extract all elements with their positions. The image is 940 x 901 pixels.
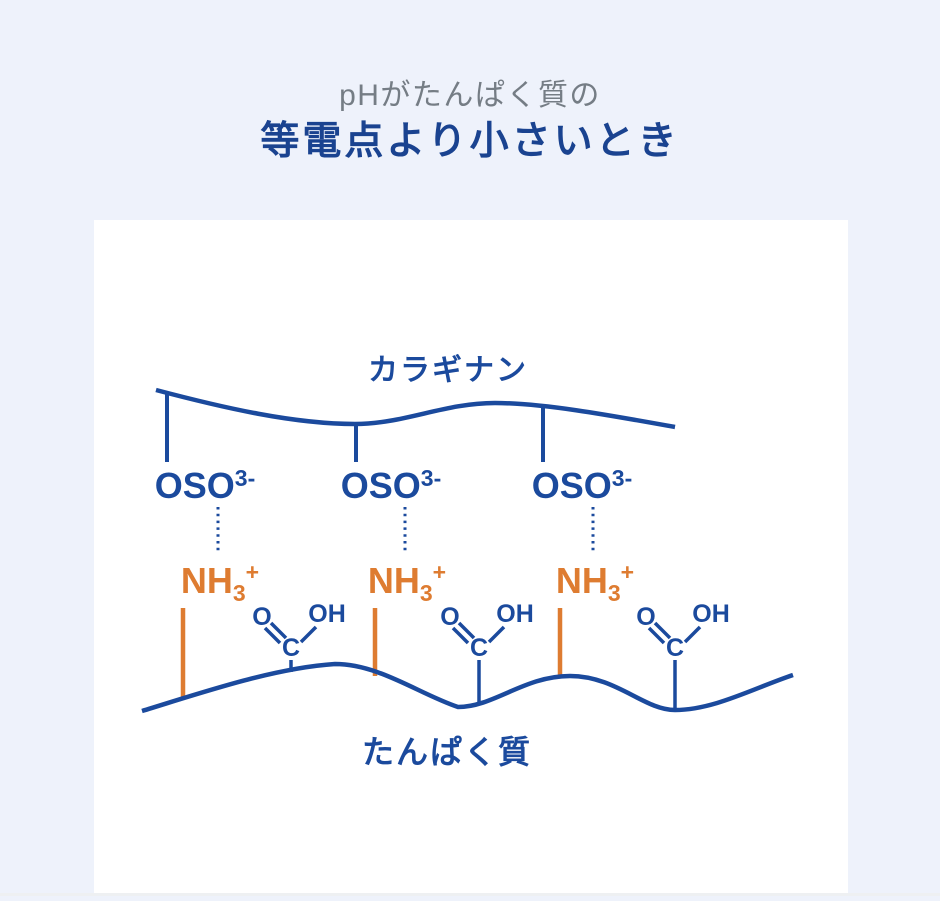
carrageenan-label: カラギナン bbox=[368, 354, 528, 387]
carrageenan-chain-curve bbox=[155, 387, 676, 430]
page-title: pHがたんぱく質の 等電点より小さいとき bbox=[0, 81, 940, 162]
title-line-2: 等電点より小さいとき bbox=[260, 120, 680, 163]
double-bond-stroke bbox=[451, 626, 470, 645]
carboxyl-group: O OH C bbox=[440, 600, 534, 704]
hydroxyl-label: OH bbox=[308, 600, 346, 628]
superscript-charge: + bbox=[621, 559, 634, 585]
carboxyl-group: O OH C bbox=[252, 600, 346, 672]
subscript: 3 bbox=[233, 580, 246, 606]
double-bond-stroke bbox=[269, 621, 288, 640]
oxygen-label: O bbox=[252, 603, 271, 631]
superscript-charge: 3- bbox=[235, 465, 255, 491]
chemistry-diagram: カラギナン OSO3- OSO3- OSO3- NH3+ NH3+ NH3+ O… bbox=[141, 354, 794, 770]
carboxyl-group: O OH C bbox=[636, 600, 730, 710]
double-bond-stroke bbox=[647, 626, 666, 645]
subscript: 3 bbox=[420, 580, 433, 606]
superscript-charge: + bbox=[246, 559, 259, 585]
single-bond-c-oh bbox=[299, 625, 318, 644]
ammonium-group-label: NH3+ bbox=[556, 559, 634, 606]
superscript-charge: 3- bbox=[421, 465, 441, 491]
protein-chain-curve bbox=[141, 661, 794, 714]
diagram-card: カラギナン OSO3- OSO3- OSO3- NH3+ NH3+ NH3+ O… bbox=[94, 220, 848, 896]
single-bond-c-oh bbox=[683, 625, 702, 644]
sulfate-group-label: OSO3- bbox=[341, 465, 441, 506]
ammonium-group-label: NH3+ bbox=[181, 559, 259, 606]
protein-label: たんぱく質 bbox=[362, 734, 532, 770]
carbon-label: C bbox=[666, 634, 684, 662]
double-bond-stroke bbox=[653, 621, 672, 640]
carbon-label: C bbox=[282, 634, 300, 662]
double-bond-stroke bbox=[263, 626, 282, 645]
double-bond-stroke bbox=[457, 621, 476, 640]
subscript: 3 bbox=[608, 580, 621, 606]
oxygen-label: O bbox=[636, 603, 655, 631]
bottom-edge-line bbox=[0, 893, 940, 896]
carbon-label: C bbox=[470, 634, 488, 662]
superscript-charge: 3- bbox=[612, 465, 632, 491]
sulfate-group-label: OSO3- bbox=[532, 465, 632, 506]
hydroxyl-label: OH bbox=[496, 600, 534, 628]
superscript-charge: + bbox=[433, 559, 446, 585]
sulfate-group-label: OSO3- bbox=[155, 465, 255, 506]
oxygen-label: O bbox=[440, 603, 459, 631]
ammonium-group-label: NH3+ bbox=[368, 559, 446, 606]
single-bond-c-oh bbox=[487, 625, 506, 644]
title-line-1: pHがたんぱく質の bbox=[339, 79, 601, 112]
hydroxyl-label: OH bbox=[692, 600, 730, 628]
